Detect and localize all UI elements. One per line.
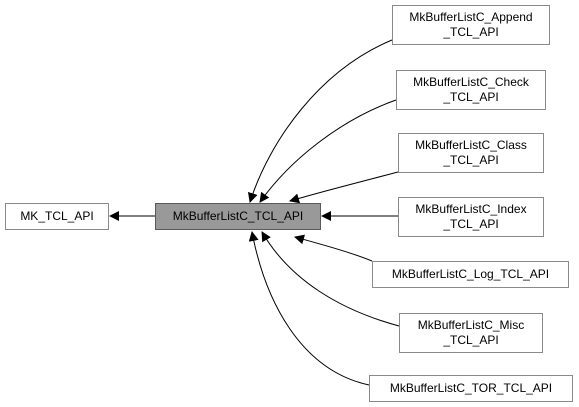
- node-misc[interactable]: MkBufferListC_Misc _TCL_API: [399, 313, 543, 353]
- node-class[interactable]: MkBufferListC_Class _TCL_API: [398, 133, 544, 173]
- node-mk-tcl-api-label: MK_TCL_API: [20, 209, 94, 223]
- node-index[interactable]: MkBufferListC_Index _TCL_API: [398, 197, 544, 237]
- node-mkbufferlistc-tcl-api: MkBufferListC_TCL_API: [155, 203, 321, 230]
- node-index-label: MkBufferListC_Index _TCL_API: [415, 202, 527, 231]
- node-tor-label: MkBufferListC_TOR_TCL_API: [389, 381, 553, 395]
- edge-append-to-current: [248, 39, 393, 203]
- node-log-label: MkBufferListC_Log_TCL_API: [391, 267, 550, 281]
- node-append-label: MkBufferListC_Append _TCL_API: [409, 10, 533, 39]
- node-mkbufferlistc-tcl-api-label: MkBufferListC_TCL_API: [172, 209, 304, 223]
- edge-class-to-current: [289, 171, 399, 204]
- node-log[interactable]: MkBufferListC_Log_TCL_API: [372, 261, 569, 288]
- node-class-label: MkBufferListC_Class _TCL_API: [415, 138, 527, 167]
- node-check[interactable]: MkBufferListC_Check _TCL_API: [396, 70, 546, 110]
- edge-tor-to-current: [248, 231, 370, 386]
- node-append[interactable]: MkBufferListC_Append _TCL_API: [392, 5, 550, 45]
- edge-misc-to-current: [261, 231, 400, 327]
- node-misc-label: MkBufferListC_Misc _TCL_API: [417, 318, 525, 347]
- node-mk-tcl-api[interactable]: MK_TCL_API: [5, 203, 109, 230]
- edge-check-to-current: [259, 99, 397, 203]
- edge-log-to-current: [294, 234, 373, 262]
- node-check-label: MkBufferListC_Check _TCL_API: [413, 75, 529, 104]
- node-tor[interactable]: MkBufferListC_TOR_TCL_API: [369, 375, 573, 402]
